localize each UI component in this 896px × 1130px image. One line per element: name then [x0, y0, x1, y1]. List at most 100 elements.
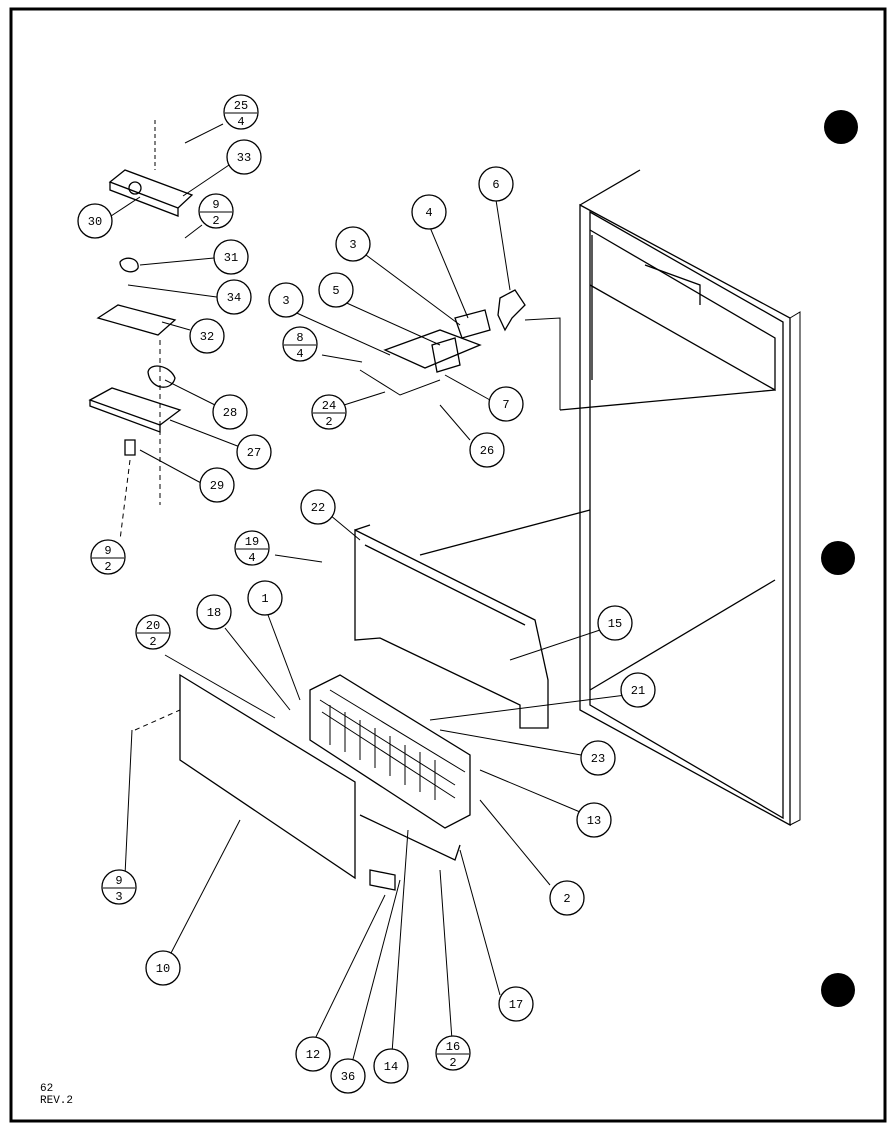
callout-circle	[234, 530, 270, 566]
callout-label: 18	[207, 606, 221, 620]
callout-circle	[335, 226, 371, 262]
callout-numerator: 24	[322, 399, 336, 413]
callout-circle	[311, 394, 347, 430]
callout-label: 10	[156, 962, 170, 976]
callout-circle	[77, 203, 113, 239]
leader-lines	[107, 123, 627, 1064]
callout-circle	[300, 489, 336, 525]
callout-circle	[488, 386, 524, 422]
callout-label: 21	[631, 684, 645, 698]
callout-circle	[597, 605, 633, 641]
callout-circle	[318, 272, 354, 308]
callout-label: 27	[247, 446, 261, 460]
callout-label: 29	[210, 479, 224, 493]
callout-label: 4	[425, 206, 432, 220]
callout-numerator: 9	[212, 198, 219, 212]
callout-c33: 33	[226, 139, 262, 175]
callout-c25-4: 254	[223, 94, 259, 130]
callout-label: 26	[480, 444, 494, 458]
callout-c10: 10	[145, 950, 181, 986]
callout-circle	[282, 326, 318, 362]
callout-denominator: 3	[115, 890, 122, 904]
callout-denominator: 2	[449, 1056, 456, 1070]
callout-layer: 2543330923134322827299264353842427262219…	[77, 94, 656, 1094]
callout-circle	[135, 614, 171, 650]
page-ref-number: 62	[40, 1083, 54, 1095]
callout-c29: 29	[199, 467, 235, 503]
binder-holes	[821, 110, 858, 1007]
fan-motor-assembly	[359, 289, 561, 410]
callout-c6: 6	[478, 166, 514, 202]
callout-label: 31	[224, 251, 238, 265]
callout-circle	[196, 594, 232, 630]
callout-numerator: 8	[296, 331, 303, 345]
callout-circle	[216, 279, 252, 315]
callout-label: 6	[492, 178, 499, 192]
callout-c15: 15	[597, 605, 633, 641]
callout-circle	[576, 802, 612, 838]
cabinet-liner	[559, 169, 801, 827]
callout-circle	[549, 880, 585, 916]
callout-label: 7	[502, 398, 509, 412]
callout-label: 13	[587, 814, 601, 828]
callout-numerator: 16	[446, 1040, 460, 1054]
callout-denominator: 4	[296, 347, 303, 361]
callout-circle	[213, 239, 249, 275]
callout-denominator: 2	[104, 560, 111, 574]
callout-label: 14	[384, 1060, 398, 1074]
callout-c23: 23	[580, 740, 616, 776]
callout-c7: 7	[488, 386, 524, 422]
callout-circle	[199, 467, 235, 503]
callout-label: 5	[332, 284, 339, 298]
callout-c5: 5	[318, 272, 354, 308]
callout-numerator: 20	[146, 619, 160, 633]
callout-c22: 22	[300, 489, 336, 525]
callout-label: 3	[282, 294, 289, 308]
callout-circle	[145, 950, 181, 986]
callout-label: 15	[608, 617, 622, 631]
binder-hole-icon	[821, 973, 855, 1007]
callout-circle	[226, 139, 262, 175]
callout-circle	[295, 1036, 331, 1072]
callout-c13: 13	[576, 802, 612, 838]
callout-c31: 31	[213, 239, 249, 275]
callout-c26: 26	[469, 432, 505, 468]
callout-circle	[580, 740, 616, 776]
callout-circle	[435, 1035, 471, 1071]
callout-c9-2a: 92	[198, 193, 234, 229]
callout-numerator: 19	[245, 535, 259, 549]
callout-circle	[101, 869, 137, 905]
callout-circle	[223, 94, 259, 130]
callout-denominator: 2	[325, 415, 332, 429]
page-border	[9, 7, 887, 1123]
page-revision: REV.2	[40, 1095, 74, 1107]
callout-circle	[212, 394, 248, 430]
callout-c28: 28	[212, 394, 248, 430]
callout-c36: 36	[330, 1058, 366, 1094]
binder-hole-icon	[821, 541, 855, 575]
callout-circle	[268, 282, 304, 318]
callout-label: 17	[509, 998, 523, 1012]
callout-c14: 14	[373, 1048, 409, 1084]
callout-c19-4: 194	[234, 530, 270, 566]
callout-label: 33	[237, 151, 251, 165]
callout-circle	[498, 986, 534, 1022]
evaporator-assembly	[134, 509, 591, 891]
callout-label: 1	[261, 592, 268, 606]
callout-circle	[411, 194, 447, 230]
callout-c30: 30	[77, 203, 113, 239]
callout-denominator: 2	[149, 635, 156, 649]
callout-label: 34	[227, 291, 241, 305]
callout-c8-4: 84	[282, 326, 318, 362]
callout-c16-2: 162	[435, 1035, 471, 1071]
callout-label: 3	[349, 238, 356, 252]
callout-circle	[198, 193, 234, 229]
callout-c1: 1	[247, 580, 283, 616]
callout-denominator: 4	[237, 115, 244, 129]
callout-c9-3: 93	[101, 869, 137, 905]
callout-c17: 17	[498, 986, 534, 1022]
callout-label: 22	[311, 501, 325, 515]
callout-circle	[478, 166, 514, 202]
callout-circle	[236, 434, 272, 470]
